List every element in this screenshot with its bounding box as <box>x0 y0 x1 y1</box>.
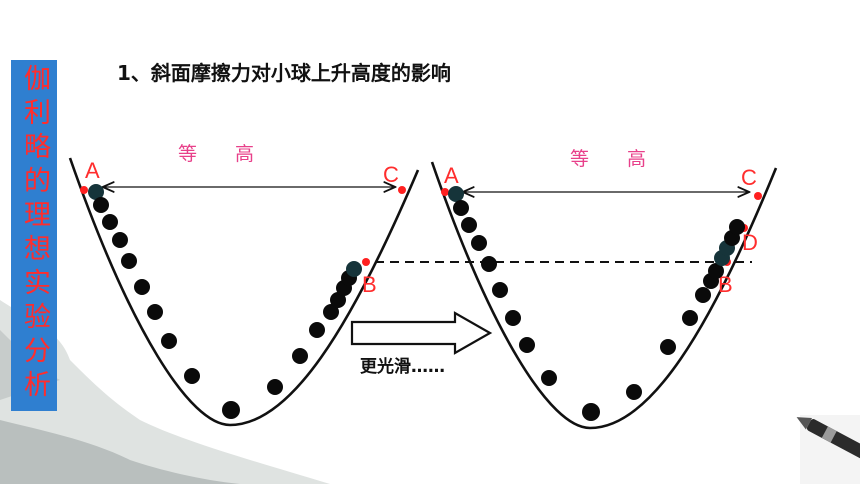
right-point-a-marker <box>441 188 449 196</box>
left-diagram: 等 高 A C B <box>68 143 420 427</box>
left-track-curve <box>68 157 420 427</box>
left-point-a-label: A <box>85 158 100 183</box>
right-ball-trail <box>448 186 745 421</box>
right-point-c-label: C <box>741 165 757 190</box>
right-point-b-label: B <box>718 272 733 297</box>
left-point-c-marker <box>398 186 406 194</box>
transition-arrow <box>350 311 493 355</box>
slide-heading: 1、斜面摩擦力对小球上升高度的影响 <box>117 61 451 85</box>
left-point-b-label: B <box>362 272 377 297</box>
right-diagram: 等 高 A C D B <box>430 148 778 430</box>
left-point-a-marker <box>80 186 88 194</box>
left-point-b-marker <box>362 258 370 266</box>
right-point-c-marker <box>754 192 762 200</box>
right-track-curve <box>430 161 778 430</box>
left-ball-trail <box>88 184 362 419</box>
left-equal-height-label: 等 高 <box>178 143 270 165</box>
right-point-a-label: A <box>444 163 459 188</box>
side-title: 伽利略的理想实验分析 <box>19 64 50 404</box>
right-equal-height-label: 等 高 <box>570 148 662 170</box>
left-point-c-label: C <box>383 162 399 187</box>
right-point-d-label: D <box>742 230 758 255</box>
transition-label: 更光滑…… <box>360 356 445 377</box>
side-panel: 伽利略的理想实验分析 <box>11 60 57 411</box>
